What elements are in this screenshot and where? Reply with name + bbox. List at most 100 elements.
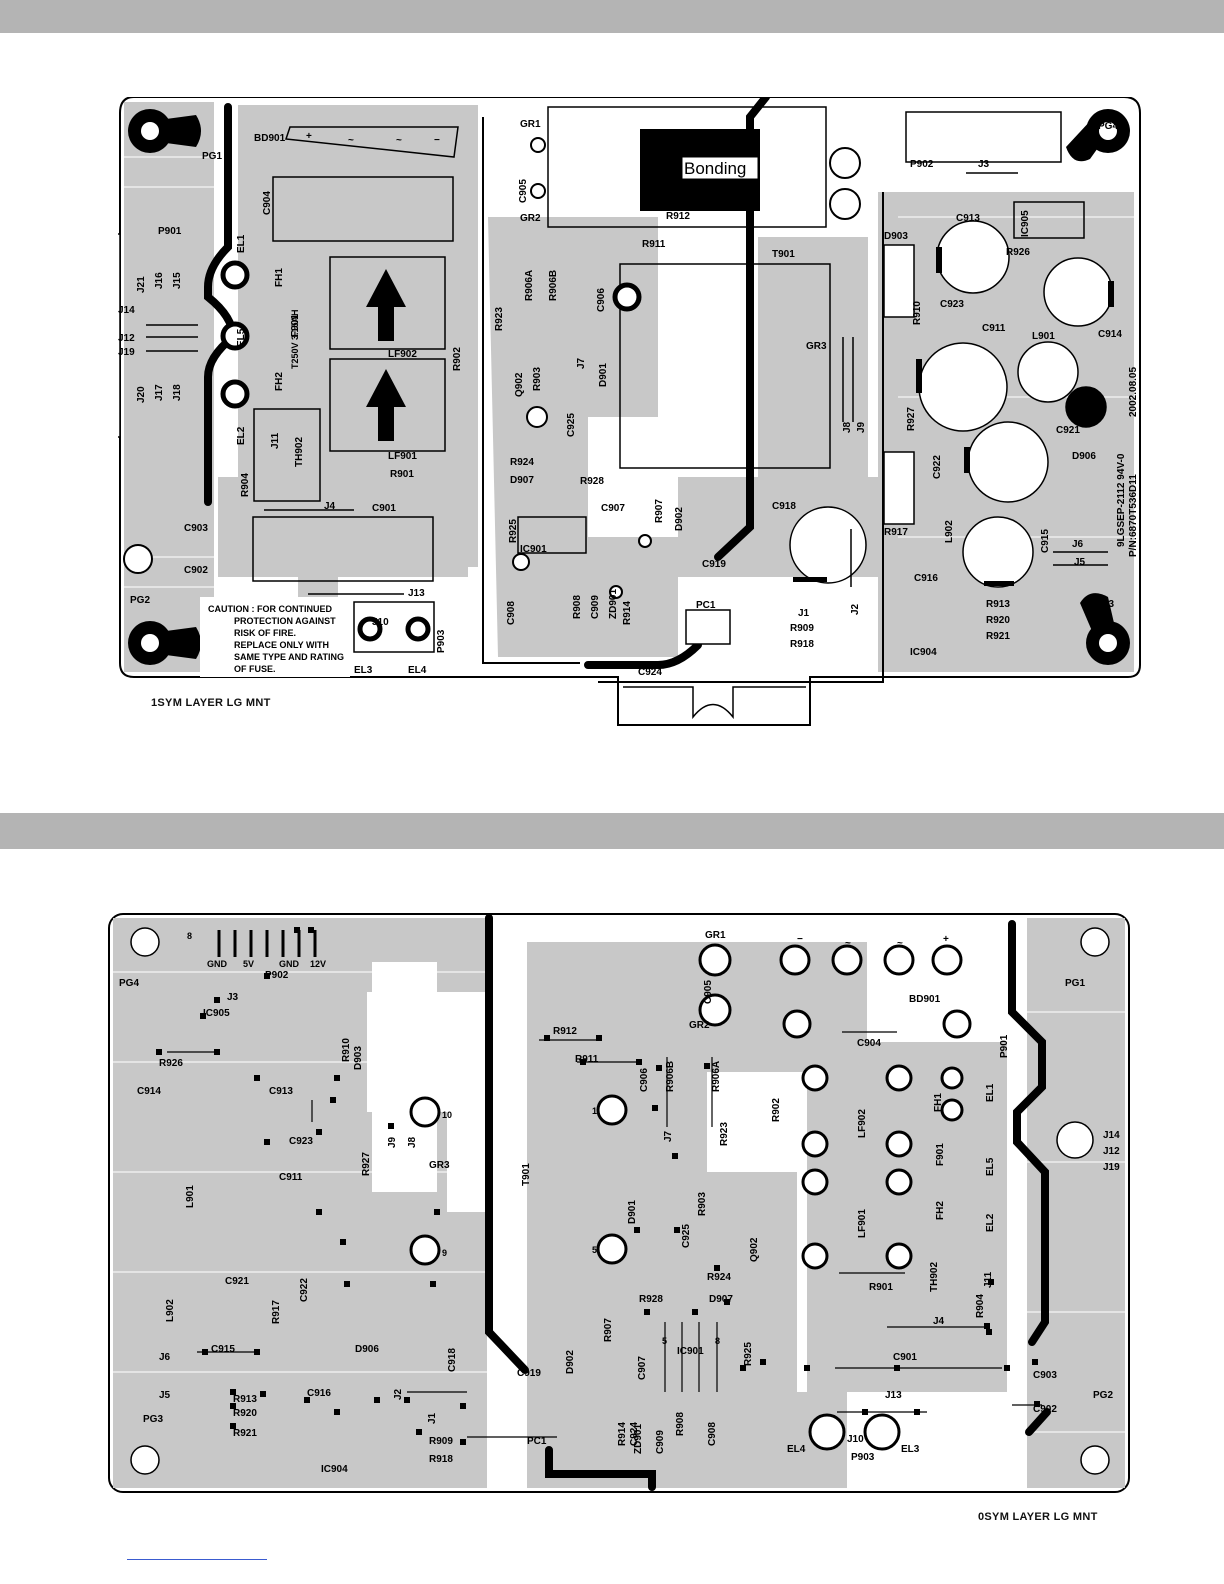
component-label: C921: [1056, 425, 1080, 436]
component-label: R926: [159, 1058, 183, 1069]
bd-plus: +: [306, 131, 312, 142]
component-label: J7: [576, 357, 587, 369]
component-label: R906A: [711, 1061, 722, 1092]
d903-body: [883, 244, 915, 318]
pin-number: 10: [442, 1110, 452, 1120]
part-number: P/N:6870T536D11: [1128, 474, 1139, 557]
middle-header-band: [0, 813, 1224, 849]
component-label: J12: [1103, 1146, 1120, 1157]
component-label: IC904: [910, 647, 937, 658]
component-label: R920: [986, 615, 1010, 626]
component-label: L901: [1032, 331, 1055, 342]
header-pins: [217, 930, 317, 957]
smd-pad: [1032, 1359, 1038, 1365]
component-label: C922: [299, 1278, 310, 1302]
component-label: D906: [1072, 451, 1096, 462]
component-label: C905: [703, 980, 714, 1004]
date-code: 2002.08.05: [1128, 367, 1139, 417]
lf902-body: [329, 256, 446, 350]
component-label: PC1: [527, 1436, 547, 1447]
component-label: R908: [572, 595, 583, 619]
t901-outline: [619, 263, 831, 469]
component-label: R901: [390, 469, 414, 480]
component-label: J17: [154, 384, 165, 401]
smd-pad: [308, 927, 314, 933]
component-label: D902: [674, 507, 685, 531]
smd-pad: [714, 1265, 720, 1271]
component-label: C909: [590, 595, 601, 619]
component-label: J16: [154, 272, 165, 289]
p902-body: [905, 111, 1062, 163]
component-label: P902: [910, 159, 934, 170]
component-label: C919: [702, 559, 726, 570]
component-label: GR3: [429, 1160, 450, 1171]
component-label: J15: [172, 272, 183, 289]
component-label: C914: [1098, 329, 1122, 340]
component-label: IC905: [1020, 210, 1031, 237]
smd-pad: [460, 1403, 466, 1409]
signal-traces: [167, 1031, 1042, 1438]
component-label: FH1: [274, 268, 285, 287]
component-label: C901: [372, 503, 396, 514]
component-label: C919: [517, 1368, 541, 1379]
pads: [220, 260, 642, 642]
component-label: R927: [361, 1152, 372, 1176]
smd-pad: [334, 1409, 340, 1415]
component-label: J21: [136, 276, 147, 293]
component-label: J11: [270, 432, 281, 449]
component-label: C908: [707, 1422, 718, 1446]
component-label: PG4: [1098, 121, 1118, 132]
smd-pad: [672, 1153, 678, 1159]
component-label: J11: [983, 1271, 994, 1288]
component-label: R909: [429, 1436, 453, 1447]
component-label: R908: [675, 1412, 686, 1436]
component-label: D907: [709, 1294, 733, 1305]
heavy-trace-pc: [584, 641, 702, 669]
component-label: J4: [933, 1316, 945, 1327]
component-label: PG2: [1093, 1390, 1113, 1401]
pcb-marking: 9LGSEP-2112 94V-0: [1116, 453, 1127, 547]
component-label: C909: [655, 1430, 666, 1454]
component-label: R912: [666, 211, 690, 222]
smd-pad: [230, 1403, 236, 1409]
component-label: D903: [353, 1046, 364, 1070]
component-label: J5: [159, 1390, 171, 1401]
component-label: R911: [642, 239, 666, 250]
component-label: EL1: [985, 1083, 996, 1102]
component-label: R910: [341, 1038, 352, 1062]
component-label: P902: [265, 970, 289, 981]
component-label: D907: [510, 475, 534, 486]
heavy-trace-center: [485, 914, 529, 1374]
component-label: C915: [1040, 529, 1051, 553]
component-label: C905: [518, 179, 529, 203]
component-label: R926: [1006, 247, 1030, 258]
component-label: R904: [240, 473, 251, 497]
component-label: T901: [772, 249, 795, 260]
component-label: ZD901: [608, 589, 619, 619]
component-label: C903: [1033, 1370, 1057, 1381]
component-label: J9: [387, 1136, 398, 1148]
component-label: C907: [637, 1356, 648, 1380]
bottom-pcb-layout: 8 GND 5V GND 12V 10 9 5 1 5 8 − ~ ~ + PG…: [108, 913, 1130, 1493]
component-label: EL2: [985, 1213, 996, 1232]
component-label: EL4: [408, 665, 427, 676]
smd-pad: [304, 1397, 310, 1403]
component-label: R918: [790, 639, 814, 650]
heavy-trace-right: [1008, 920, 1049, 1346]
smd-pad: [692, 1309, 698, 1315]
component-label: J2: [850, 603, 861, 615]
copper-input-filter: [218, 477, 468, 577]
svg-text:CAUTION : FOR CONTINUED: CAUTION : FOR CONTINUED: [208, 604, 332, 614]
top-caption: 1SYM LAYER LG MNT: [151, 697, 271, 709]
smd-pad: [704, 1063, 710, 1069]
component-label: TH902: [929, 1262, 940, 1292]
smd-pad: [264, 1139, 270, 1145]
mounting-holes: [130, 927, 1110, 1475]
smd-pad: [294, 927, 300, 933]
component-label: R913: [233, 1394, 257, 1405]
smd-pad: [214, 997, 220, 1003]
component-label: R913: [986, 599, 1010, 610]
component-label: D902: [565, 1350, 576, 1374]
secondary-void: [372, 962, 437, 1192]
